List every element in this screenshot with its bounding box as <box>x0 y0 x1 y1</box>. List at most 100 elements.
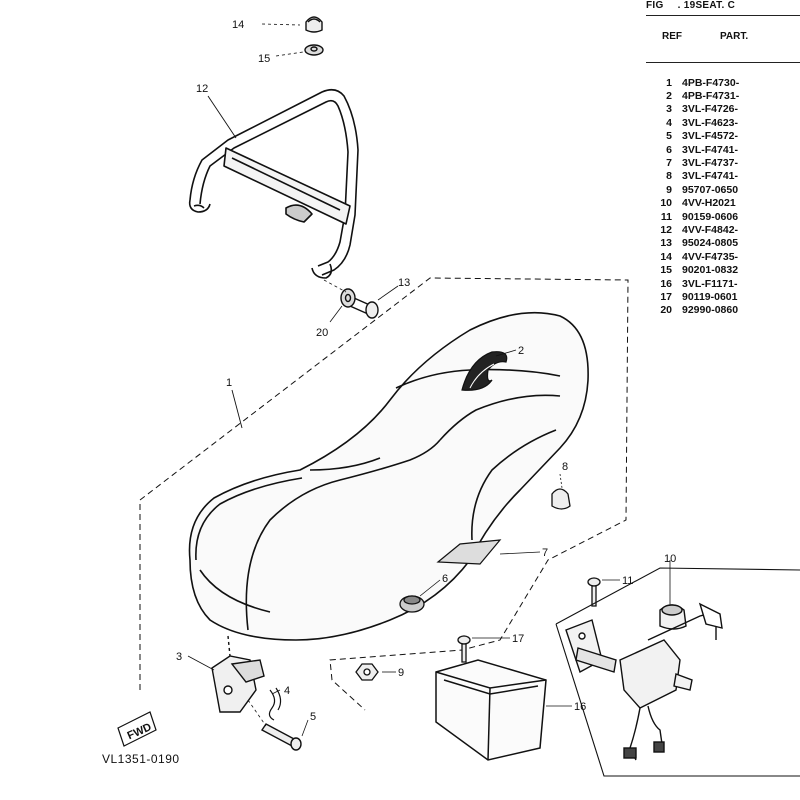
part-number: 4VV-F4735- <box>682 250 739 263</box>
parts-table: FIG . 19SEAT. C REF PART. 1 4PB-F4730- 2 4PB… <box>646 0 800 360</box>
table-row: 4 3VL-F4623- <box>646 116 800 129</box>
parts-rows: 1 4PB-F4730- 2 4PB-F4731- 3 3VL-F4726- 4 3VL-F4… <box>646 76 800 317</box>
table-row: 14 4VV-F4735- <box>646 250 800 263</box>
part-4-clip <box>268 687 282 721</box>
ref-number: 15 <box>660 264 672 277</box>
part-number: 4PB-F4730- <box>682 76 740 89</box>
part-11-screw <box>587 577 601 607</box>
part-number: 92990-0860 <box>682 304 739 317</box>
table-row: 2 4PB-F4731- <box>646 89 800 102</box>
callout-2: 2 <box>518 345 524 357</box>
callout-8: 8 <box>562 461 568 473</box>
table-row: 16 3VL-F1171- <box>646 277 800 290</box>
drawing-code: VL1351-0190 <box>102 752 180 766</box>
part-8-damper <box>551 488 571 510</box>
ref-number: 8 <box>666 170 672 183</box>
table-row: 9 95707-0650 <box>646 183 800 196</box>
table-row: 17 90119-0601 <box>646 290 800 303</box>
callout-9: 9 <box>398 667 404 679</box>
table-row: 13 95024-0805 <box>646 237 800 250</box>
part-17-bolt <box>457 635 471 663</box>
part-number: 90159-0606 <box>682 210 739 223</box>
part-14-cap <box>305 16 323 33</box>
ref-number: 7 <box>666 157 672 170</box>
callout-7: 7 <box>542 547 548 559</box>
callout-16: 16 <box>574 701 586 713</box>
ref-number: 10 <box>660 197 672 210</box>
table-row: 10 4VV-H2021 <box>646 197 800 210</box>
part-20-washer <box>340 288 356 308</box>
part-column-header: PART. <box>720 31 749 42</box>
part-number: 3VL-F4737- <box>682 157 739 170</box>
part-number: 3VL-F1171- <box>682 277 738 290</box>
callout-6: 6 <box>442 573 448 585</box>
table-row: 7 3VL-F4737- <box>646 156 800 169</box>
ref-column-header: REF <box>662 31 682 42</box>
ref-number: 9 <box>666 183 672 196</box>
table-row: 1 4PB-F4730- <box>646 76 800 89</box>
callout-15: 15 <box>258 53 270 65</box>
ref-number: 2 <box>666 90 672 103</box>
part-number: 3VL-F4741- <box>682 170 739 183</box>
part-12-grab-rail <box>188 88 359 279</box>
part-number: 3VL-F4623- <box>682 116 739 129</box>
fig-label: FIG <box>646 0 664 11</box>
part-1-seat <box>188 311 589 641</box>
ref-number: 14 <box>660 250 672 263</box>
part-number: 95707-0650 <box>682 183 739 196</box>
callout-17: 17 <box>512 633 524 645</box>
part-5-pin <box>260 723 302 751</box>
ref-number: 5 <box>666 130 672 143</box>
part-number: 3VL-F4741- <box>682 143 739 156</box>
ref-number: 3 <box>666 103 672 116</box>
ref-number: 17 <box>660 290 672 303</box>
part-9-nut <box>355 663 379 681</box>
table-row: 6 3VL-F4741- <box>646 143 800 156</box>
part-7-pad <box>436 539 502 565</box>
fwd-indicator: FWD <box>117 711 157 747</box>
table-row: 11 90159-0606 <box>646 210 800 223</box>
part-10-seat-lock <box>565 602 723 761</box>
part-16-tray <box>435 659 547 761</box>
ref-number: 13 <box>660 237 672 250</box>
callout-1: 1 <box>226 377 232 389</box>
table-row: 3 3VL-F4726- <box>646 103 800 116</box>
table-row: 8 3VL-F4741- <box>646 170 800 183</box>
lock-assembly-boundary <box>555 567 800 777</box>
callout-14: 14 <box>232 19 244 31</box>
part-2-emblem <box>461 351 508 391</box>
callout-5: 5 <box>310 711 316 723</box>
callout-12: 12 <box>196 83 208 95</box>
callout-10: 10 <box>664 553 676 565</box>
seat-assembly-boundary <box>139 277 629 711</box>
part-6-damper <box>399 595 425 613</box>
callout-13: 13 <box>398 277 410 289</box>
table-row: 20 92990-0860 <box>646 304 800 317</box>
ref-number: 1 <box>666 76 672 89</box>
ref-number: 4 <box>666 116 672 129</box>
ref-number: 11 <box>660 210 672 223</box>
callout-20: 20 <box>316 327 328 339</box>
part-15-washer <box>304 44 324 56</box>
part-number: 4VV-H2021 <box>682 197 736 210</box>
fig-title: . 19SEAT. C <box>677 0 736 11</box>
part-number: 3VL-F4726- <box>682 103 739 116</box>
ref-number: 6 <box>666 143 672 156</box>
part-number: 95024-0805 <box>682 237 739 250</box>
callout-3: 3 <box>176 651 182 663</box>
ref-number: 20 <box>660 304 672 317</box>
callout-4: 4 <box>284 685 290 697</box>
part-number: 4PB-F4731- <box>682 90 740 103</box>
ref-number: 16 <box>660 277 672 290</box>
header-rule-bottom <box>646 62 800 63</box>
part-3-hinge-bracket <box>211 635 265 713</box>
callout-11: 11 <box>622 575 633 587</box>
part-number: 90119-0601 <box>682 290 738 303</box>
figure-header: FIG . 19SEAT. C <box>646 0 749 11</box>
part-number: 4VV-F4842- <box>682 223 739 236</box>
header-rule-top <box>646 15 800 16</box>
